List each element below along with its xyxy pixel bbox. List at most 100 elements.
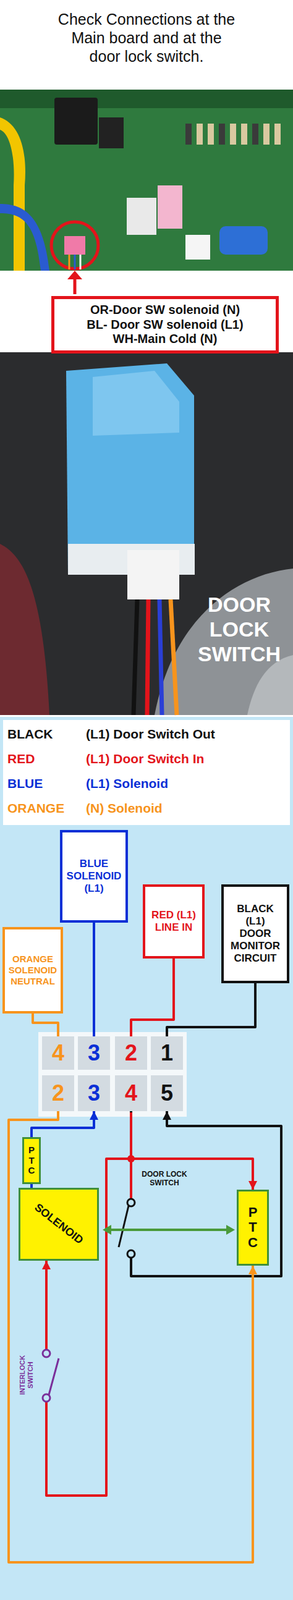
pin-number-text: 4 <box>124 1080 138 1107</box>
junction-dot <box>127 1155 135 1163</box>
leader-arrow <box>73 276 77 295</box>
pin-number: 2 <box>42 1075 75 1112</box>
node-text: PTC <box>27 1145 37 1177</box>
wire <box>131 958 174 1037</box>
connector <box>126 197 157 235</box>
node-text: RED (L1) LINE IN <box>148 909 199 935</box>
arrow-head <box>67 270 83 280</box>
switch-contact <box>127 1250 135 1258</box>
ptc-thermistor: PTC <box>236 1189 269 1266</box>
switch-face <box>92 370 180 436</box>
wire <box>74 254 77 270</box>
wire-label-box: ORANGE SOLENOID NEUTRAL <box>2 927 64 1014</box>
board-edge <box>0 89 293 109</box>
pin-number: 4 <box>114 1075 148 1112</box>
node-text: BLACK (L1) DOOR MONITOR CIRCUIT <box>229 903 281 965</box>
mechanical-link <box>110 1228 229 1232</box>
highlight-circle <box>51 221 99 269</box>
node-text: SOLENOID <box>31 1201 86 1249</box>
legend-color: ORANGE <box>7 801 65 817</box>
pin-number-text: 4 <box>51 1040 65 1067</box>
legend-color: RED <box>7 751 35 768</box>
pin-number: 1 <box>150 1036 183 1071</box>
wire <box>170 599 177 716</box>
legend-color: BLUE <box>7 776 43 792</box>
pin-number: 3 <box>77 1075 111 1112</box>
wire <box>8 1111 253 1563</box>
wire <box>79 254 82 270</box>
arrow-head <box>226 1225 235 1236</box>
connector <box>64 236 86 255</box>
wire <box>131 1111 282 1277</box>
switch-label: INTERLOCK SWITCH <box>18 1351 35 1399</box>
connector <box>185 234 211 260</box>
yellow-wire <box>0 117 26 271</box>
resistor <box>207 123 214 145</box>
switch-contact <box>127 1199 135 1207</box>
wire <box>147 599 149 716</box>
pin-number-text: 1 <box>160 1040 174 1067</box>
wire <box>159 599 162 716</box>
pin-number-text: 2 <box>51 1080 65 1107</box>
resistor <box>196 123 203 145</box>
interlock-arm <box>48 1358 59 1396</box>
resistor <box>263 123 270 145</box>
node-text: WH-Main Cold (N) <box>113 331 218 347</box>
callout-box: OR-Door SW solenoid (N)BL- Door SW solen… <box>51 296 279 354</box>
ptc-thermistor: PTC <box>22 1137 41 1185</box>
interlock-contact <box>42 1394 51 1402</box>
legend-text: (L1) Door Switch Out <box>85 726 216 743</box>
resistor <box>218 123 226 145</box>
legend-text: (L1) Solenoid <box>85 776 169 792</box>
title: Check Connections at the Main board and … <box>56 9 237 66</box>
wire <box>166 983 256 1037</box>
node-text: BLUE SOLENOID (L1) <box>66 857 122 896</box>
wire <box>92 922 96 1037</box>
legend-text: (L1) Door Switch In <box>85 751 204 768</box>
legend-text: (N) Solenoid <box>85 801 163 817</box>
wire <box>131 1111 253 1190</box>
node-text: BL- Door SW solenoid (L1) <box>86 317 243 333</box>
legend-color: BLACK <box>7 726 54 743</box>
node-text: PTC <box>246 1205 260 1251</box>
resistor <box>185 123 192 145</box>
wire-label-box: BLUE SOLENOID (L1) <box>59 830 128 923</box>
switch-arm <box>118 1205 129 1248</box>
pin-number: 4 <box>42 1036 75 1071</box>
relay <box>98 117 124 149</box>
legend-box <box>3 720 290 826</box>
connector-block <box>38 1032 187 1117</box>
resistor <box>241 123 248 145</box>
pin-number-text: 3 <box>87 1080 101 1107</box>
wire-label-box: BLACK (L1) DOOR MONITOR CIRCUIT <box>221 884 290 984</box>
resistor-row <box>185 123 281 145</box>
pin-number-text: 2 <box>124 1040 138 1067</box>
switch-photo <box>0 352 293 716</box>
node-text: ORANGE SOLENOID NEUTRAL <box>6 953 59 987</box>
resistor <box>274 123 281 145</box>
door-seal <box>0 543 50 716</box>
solenoid-coil: SOLENOID <box>18 1188 99 1262</box>
resistor <box>229 123 237 145</box>
photo-label: DOOR LOCK SWITCH <box>192 592 286 667</box>
blue-wire <box>0 203 50 271</box>
pin-number: 3 <box>77 1036 111 1071</box>
pin-number-text: 3 <box>87 1040 101 1067</box>
switch-label: DOOR LOCK SWITCH <box>140 1170 188 1188</box>
relay <box>54 97 98 145</box>
wire <box>31 1111 94 1138</box>
capacitor <box>219 226 268 255</box>
connector <box>157 185 183 229</box>
door-lock-switch-body <box>66 363 195 575</box>
resistor <box>252 123 259 145</box>
node-text: OR-Door SW solenoid (N) <box>90 302 240 318</box>
switch-connector <box>127 550 180 600</box>
wire <box>133 599 138 716</box>
wire-label-box: RED (L1) LINE IN <box>142 884 205 959</box>
pin-number-text: 5 <box>160 1080 174 1107</box>
interlock-contact <box>42 1350 51 1358</box>
wire <box>68 254 71 270</box>
pin-number: 5 <box>150 1075 183 1112</box>
switch-gap <box>43 1354 50 1398</box>
